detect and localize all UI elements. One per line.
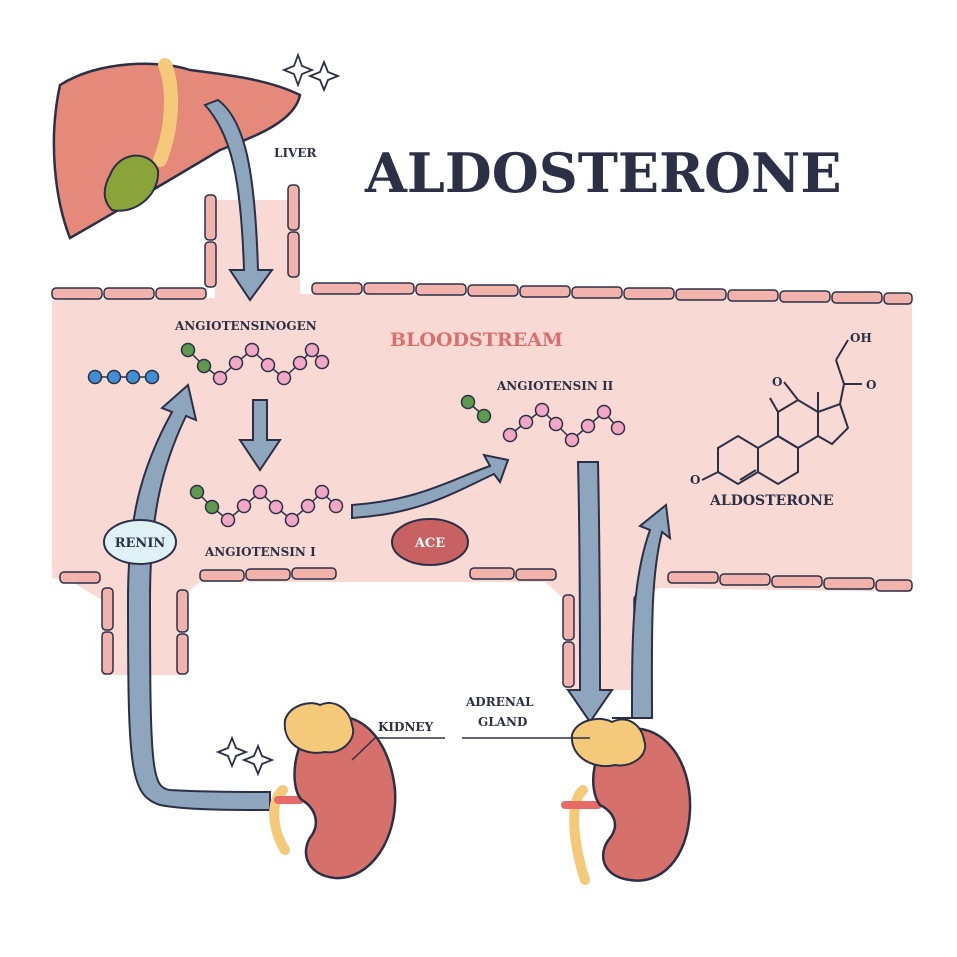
adrenal-left — [283, 702, 355, 754]
bead — [212, 370, 228, 386]
liver-branch-walls — [204, 184, 300, 288]
bead — [220, 512, 236, 528]
bead — [476, 408, 492, 424]
ace-label: ACE — [414, 536, 445, 551]
o-atom: O — [866, 378, 876, 392]
renin-badge: RENIN — [103, 519, 177, 565]
top-wall-right — [311, 282, 913, 305]
kidney-label: KIDNEY — [378, 720, 434, 734]
structure-atoms: OH O O O — [690, 331, 876, 487]
bead — [180, 342, 196, 358]
bead — [144, 369, 160, 385]
adrenal-gland-label-line2: GLAND — [478, 715, 527, 729]
angiotensinogen-chain — [180, 342, 330, 386]
aldosterone-label: ALDOSTERONE — [709, 493, 834, 509]
bead — [460, 394, 476, 410]
bead — [292, 355, 308, 371]
angiotensin-ii-chain — [460, 394, 492, 424]
kidney-right-shape — [592, 727, 692, 882]
bead — [260, 357, 276, 373]
blue-bead-chain — [87, 369, 160, 385]
bead — [596, 404, 612, 420]
bead — [314, 354, 330, 370]
page-title: ALDOSTERONE — [364, 141, 842, 205]
liver-label: LIVER — [274, 146, 318, 160]
arrow-renin — [126, 383, 271, 812]
lower-branch-walls — [101, 587, 646, 688]
ace-badge: ACE — [391, 518, 469, 566]
sparkle-icon — [215, 735, 275, 777]
bead — [268, 499, 284, 515]
bead — [87, 369, 103, 385]
bead — [534, 402, 550, 418]
sparkle-icon — [281, 52, 341, 93]
angiotensin-ii-label: ANGIOTENSIN II — [496, 379, 614, 393]
arrow-ace — [351, 453, 510, 520]
bead — [518, 414, 534, 430]
kidney-left — [269, 702, 397, 880]
bead — [276, 370, 292, 386]
bead — [328, 498, 344, 514]
arrow-down-ang1 — [238, 399, 282, 472]
liver — [52, 58, 302, 240]
renin-label: RENIN — [115, 536, 166, 551]
molecule-chains — [87, 342, 626, 528]
oh-atom: OH — [850, 331, 872, 345]
bead — [300, 498, 316, 514]
arrow-from-adrenal — [612, 503, 672, 719]
bead — [580, 418, 596, 434]
bead — [304, 342, 320, 358]
liver-ligament — [153, 58, 179, 167]
o-atom: O — [772, 375, 782, 389]
angiotensin-ii-peptide — [502, 402, 626, 448]
o-atom: O — [690, 473, 700, 487]
bottom-wall — [59, 567, 913, 592]
flow-arrows — [126, 98, 672, 812]
bead — [244, 342, 260, 358]
bloodstream-vessel — [51, 184, 913, 690]
arrow-liver-down — [203, 98, 274, 302]
leader-lines — [351, 737, 590, 761]
kidney-left-shape — [293, 715, 397, 880]
bead — [228, 355, 244, 371]
bead — [314, 484, 330, 500]
bead — [204, 499, 220, 515]
kidney-right — [561, 717, 692, 885]
angiotensin-i-label: ANGIOTENSIN I — [204, 545, 316, 559]
adrenal-right — [570, 717, 647, 768]
bead — [284, 512, 300, 528]
bead — [189, 484, 205, 500]
arrow-to-adrenal — [566, 461, 614, 724]
bead — [252, 484, 268, 500]
adrenal-gland-label-line1: ADRENAL — [465, 695, 534, 709]
bead — [610, 420, 626, 436]
bead — [564, 432, 580, 448]
gallbladder — [103, 154, 160, 212]
bead — [236, 498, 252, 514]
top-wall-left — [51, 287, 207, 300]
bead — [502, 427, 518, 443]
bloodstream-label: BLOODSTREAM — [390, 329, 563, 351]
bead — [125, 369, 141, 385]
aldosterone-structure — [701, 339, 862, 486]
bead — [548, 416, 564, 432]
angiotensin-i-chain — [189, 484, 344, 528]
bead — [106, 369, 122, 385]
bead — [196, 358, 212, 374]
angiotensinogen-label: ANGIOTENSINOGEN — [174, 319, 317, 333]
bloodstream-fill — [52, 200, 912, 690]
